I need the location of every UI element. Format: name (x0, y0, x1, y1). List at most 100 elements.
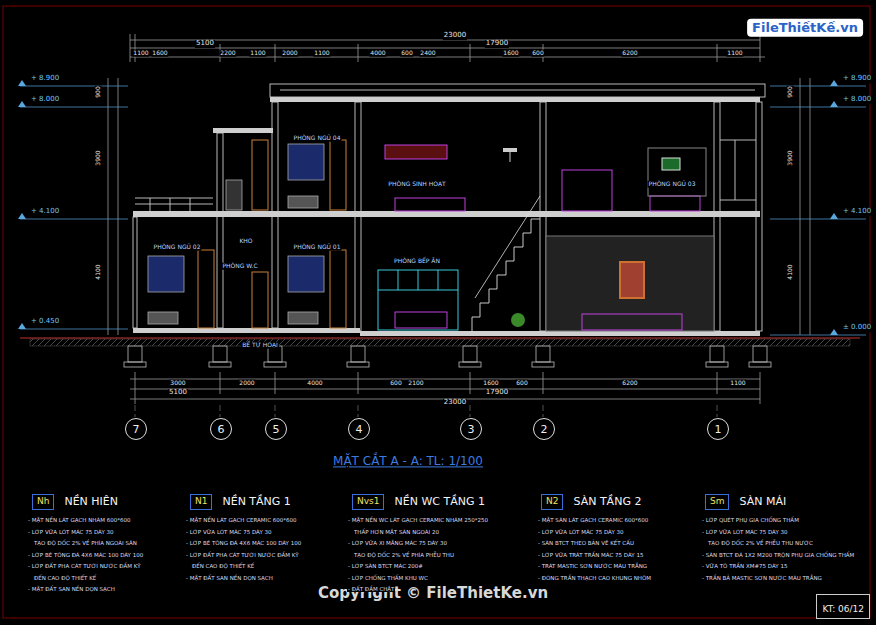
dimension-text: 1100 (729, 380, 746, 387)
level-mark: + 8.000 (30, 96, 60, 104)
spec-note: - MẶT ĐẤT SAN NỀN DỌN SẠCH (185, 574, 274, 580)
room-name: PHÒNG BẾP ĂN (393, 258, 441, 265)
dimension-text: 23000 (443, 32, 467, 40)
level-mark: + 4.100 (30, 208, 60, 216)
dimension-text: 2400 (419, 50, 436, 57)
dimension-text: 5100 (168, 389, 188, 397)
axis-bubble: 4 (348, 418, 370, 440)
room-name: PHÒNG SINH HOẠT (387, 181, 446, 188)
spec-note: - LỚP CHỐNG THẤM KHU WC (347, 574, 429, 580)
spec-title: SÀN TẦNG 2 (573, 496, 641, 508)
spec-heading: Nvs1 NỀN WC TẦNG 1 (352, 494, 485, 510)
dimension-text: 17900 (485, 389, 509, 397)
dimension-text: 3000 (169, 380, 186, 387)
spec-note: - LỚP VỮA LÓT MÁC 75 DÀY 30 (537, 528, 625, 534)
dimension-text: 17900 (485, 40, 509, 48)
spec-note: TẠO ĐỘ DỐC 2% VỀ PHÍA NGOÀI SÂN (33, 540, 138, 546)
room-name: PHÒNG NGỦ 02 (153, 244, 202, 251)
spec-note: - LỚP QUÉT PHỤ GIA CHỐNG THẤM (701, 517, 800, 523)
dimension-text: 5100 (195, 40, 215, 48)
spec-heading: N2 SÀN TẦNG 2 (541, 494, 641, 510)
axis-number: 4 (356, 424, 363, 435)
dimension-text: 1100 (313, 50, 330, 57)
level-mark: ± 0.000 (842, 324, 872, 332)
room-name: PHÒNG NGỦ 03 (648, 181, 697, 188)
spec-note: TẠO ĐỘ DỐC 2% VỀ PHỄU THU NƯỚC (707, 540, 814, 546)
spec-title: NỀN WC TẦNG 1 (394, 496, 484, 508)
spec-note: - TRẦN BẢ MASTIC SƠN NƯỚC MÀU TRẮNG (701, 574, 823, 580)
dimension-text: 600 (515, 380, 528, 387)
spec-code: Nvs1 (352, 494, 384, 510)
spec-heading: Sm SÀN MÁI (705, 494, 786, 510)
level-mark: + 8.900 (30, 75, 60, 83)
sheet-code: KT: 06/12 (822, 604, 864, 614)
spec-code: Sm (705, 494, 729, 510)
sheet-number: KT: 06/12 (816, 594, 870, 619)
spec-heading: N1 NỀN TẦNG 1 (190, 494, 291, 510)
dimension-text: 4000 (306, 380, 323, 387)
spec-note: THẤP HƠN MẶT SÀN NGOÀI 20 (353, 528, 440, 534)
dimension-text: 4000 (369, 50, 386, 57)
room-name: KHO (238, 238, 253, 245)
axis-bubble: 3 (460, 418, 482, 440)
spec-title: SÀN MÁI (739, 496, 786, 508)
dimension-text: 1100 (249, 50, 266, 57)
dimension-text: 600 (531, 50, 544, 57)
level-mark: + 8.900 (842, 75, 872, 83)
dimension-text: 4100 (95, 263, 102, 280)
spec-note: - SÀN BTCT THEO BẢN VẼ KẾT CẤU (537, 540, 635, 546)
dimension-text: 1600 (151, 50, 168, 57)
dimension-text: 1100 (132, 50, 149, 57)
dimension-text: 2000 (238, 380, 255, 387)
spec-note: - MẶT NỀN WC LÁT GẠCH CERAMIC NHÁM 250*2… (347, 517, 489, 523)
axis-number: 2 (541, 424, 548, 435)
axis-number: 1 (715, 424, 722, 435)
axis-bubble: 5 (265, 418, 287, 440)
spec-note: - TRÁT MASTIC SƠN NƯỚC MÀU TRẮNG (537, 563, 648, 569)
level-mark: + 8.000 (842, 96, 872, 104)
spec-note: - MẶT NỀN LÁT GẠCH CERAMIC 600*600 (185, 517, 298, 523)
spec-note: - MẶT NỀN LÁT GẠCH NHÁM 600*600 (27, 517, 131, 523)
spec-note: - LỚP VỮA LÓT MÁC 75 DÀY 30 (701, 528, 789, 534)
spec-title: NỀN TẦNG 1 (222, 496, 290, 508)
axis-number: 7 (133, 424, 140, 435)
dimension-text: 6200 (621, 380, 638, 387)
dimension-text: 1100 (726, 50, 743, 57)
spec-note: - LỚP ĐẤT PHA CÁT TƯỚI NƯỚC ĐẦM KỸ (27, 563, 142, 569)
spec-note: ĐẾN CAO ĐỘ THIẾT KẾ (191, 563, 255, 569)
dimension-text: 900 (95, 85, 102, 98)
dimension-text: 23000 (443, 399, 467, 407)
dimension-text: 600 (400, 50, 413, 57)
spec-title: NỀN HIÊN (64, 496, 118, 508)
spec-note: - VỮA TÔ TRẦN XM#75 DÀY 15 (701, 563, 788, 569)
level-mark: + 0.450 (30, 318, 60, 326)
spec-note: - LỚP VỮA LÓT MÁC 75 DÀY 30 (27, 528, 115, 534)
axis-number: 5 (273, 424, 280, 435)
dimension-text: 900 (787, 85, 794, 98)
axis-bubble: 1 (707, 418, 729, 440)
spec-note: - ĐẤT ĐẦM CHẶT (347, 586, 395, 592)
dimension-text: 3900 (95, 149, 102, 166)
dimension-text: 3900 (787, 149, 794, 166)
room-name: PHÒNG NGỦ 04 (293, 135, 342, 142)
dimension-text: 6200 (621, 50, 638, 57)
axis-bubble: 2 (533, 418, 555, 440)
dimension-text: 1600 (502, 50, 519, 57)
spec-note: - LỚP VỮA LÓT MÁC 75 DÀY 30 (185, 528, 273, 534)
spec-note: - SÀN BTCT ĐÁ 1X2 M200 TRỘN PHỤ GIA CHỐN… (701, 551, 855, 557)
spec-note: - LỚP SÀN BTCT MÁC 200# (347, 563, 424, 569)
axis-number: 6 (218, 424, 225, 435)
dimension-text: 600 (389, 380, 402, 387)
spec-heading: NhNỀN HIÊN (32, 494, 118, 510)
axis-bubble: 7 (125, 418, 147, 440)
spec-note: TẠO ĐỘ DỐC 2% VỀ PHÍA PHỄU THU (353, 551, 455, 557)
spec-code: N1 (190, 494, 212, 510)
dimension-text: 2000 (281, 50, 298, 57)
spec-note: - LỚP ĐẤT PHA CÁT TƯỚI NƯỚC ĐẦM KỸ (185, 551, 300, 557)
spec-note: ĐẾN CAO ĐỘ THIẾT KẾ (33, 574, 97, 580)
spec-code: N2 (541, 494, 563, 510)
spec-note: - MẶT ĐẤT SAN NỀN DỌN SẠCH (27, 586, 116, 592)
dimension-text: 4100 (787, 263, 794, 280)
spec-note: - LỚP BÊ TÔNG ĐÁ 4X6 MÁC 100 DÀY 100 (27, 551, 144, 557)
